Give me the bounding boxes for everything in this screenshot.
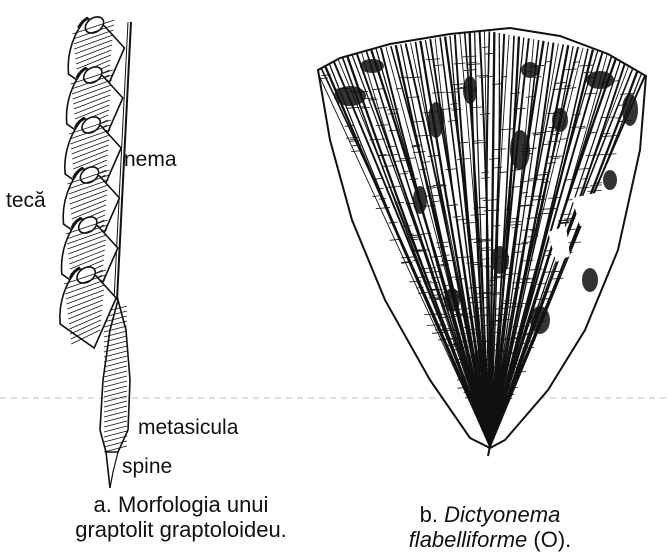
graptolite-illustration <box>60 14 131 488</box>
sicula-spine <box>106 452 110 488</box>
dictyonema-illustration <box>312 28 652 456</box>
caption-a-line1: a. Morfologia unui <box>28 492 334 517</box>
caption-b-prefix: b. <box>420 502 438 527</box>
label-spine: spine <box>122 456 172 477</box>
caption-b-species-genus: Dictyonema <box>444 502 560 527</box>
caption-b-species-epithet: flabelliforme <box>409 527 528 552</box>
caption-a-line2: graptolit graptoloideu. <box>28 517 334 542</box>
label-nema: nema <box>124 149 177 170</box>
label-metasicula: metasicula <box>138 417 238 438</box>
caption-figure-a: a. Morfologia unui graptolit graptoloide… <box>28 492 334 542</box>
caption-b-suffix: (O). <box>533 527 571 552</box>
caption-figure-b: b. Dictyonema flabelliforme (O). <box>360 502 620 552</box>
label-teca: tecă <box>6 190 46 211</box>
